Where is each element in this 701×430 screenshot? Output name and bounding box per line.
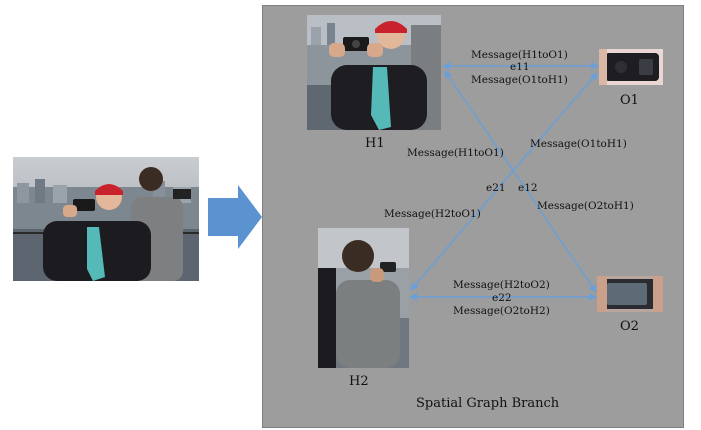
e12-message-o2-side: Message(O2toH1) bbox=[537, 200, 634, 212]
e12-edge-name: e12 bbox=[518, 182, 538, 194]
h2-illustration bbox=[318, 228, 409, 368]
e21-message-h2-side: Message(H2toO1) bbox=[384, 208, 481, 220]
e22-message-top: Message(H2toO2) bbox=[453, 279, 550, 291]
edge-e21-line bbox=[410, 72, 598, 291]
node-label-o2: O2 bbox=[620, 319, 639, 334]
e21-message-o1-side: Message(O1toH1) bbox=[530, 138, 627, 150]
panel-caption: Spatial Graph Branch bbox=[416, 396, 560, 411]
e11-message-top: Message(H1toO1) bbox=[471, 49, 568, 61]
input-scene-photo bbox=[13, 157, 199, 281]
o1-photo bbox=[599, 49, 663, 85]
right-arrow-icon bbox=[208, 185, 262, 249]
o2-illustration bbox=[597, 276, 663, 312]
o1-illustration bbox=[599, 49, 663, 85]
h2-photo bbox=[318, 228, 409, 368]
e12-message-h1-side: Message(H1toO1) bbox=[407, 147, 504, 159]
e11-message-bottom: Message(O1toH1) bbox=[471, 74, 568, 86]
node-label-o1: O1 bbox=[620, 93, 639, 108]
node-label-h2: H2 bbox=[349, 374, 369, 389]
input-scene-illustration bbox=[13, 157, 199, 281]
e22-edge-name: e22 bbox=[492, 292, 512, 304]
e22-message-bottom: Message(O2toH2) bbox=[453, 305, 550, 317]
e11-edge-name: e11 bbox=[510, 61, 530, 73]
node-label-h1: H1 bbox=[365, 136, 385, 151]
o2-photo bbox=[597, 276, 663, 312]
e21-edge-name: e21 bbox=[486, 182, 506, 194]
